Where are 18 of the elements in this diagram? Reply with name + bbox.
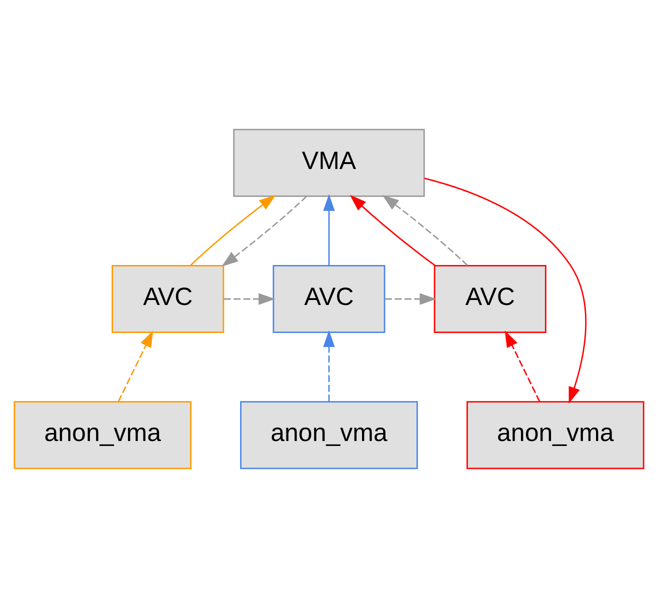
arrow	[323, 330, 335, 401]
arrow	[382, 194, 468, 266]
arrow	[222, 195, 308, 266]
arrow	[118, 330, 154, 402]
arrow	[190, 194, 276, 266]
node-box: anon_vma	[466, 400, 644, 469]
node-box: anon_vma	[14, 400, 192, 469]
node-box: anon_vma	[240, 400, 418, 469]
arrow	[323, 194, 335, 265]
node-box: VMA	[233, 128, 425, 196]
node-box: AVC	[272, 264, 386, 333]
arrow	[504, 330, 540, 402]
arrow	[224, 292, 276, 304]
arrow	[424, 177, 586, 404]
node-box: AVC	[112, 264, 224, 333]
arrow	[350, 194, 436, 266]
arrow	[385, 292, 436, 304]
node-box: AVC	[434, 264, 546, 333]
